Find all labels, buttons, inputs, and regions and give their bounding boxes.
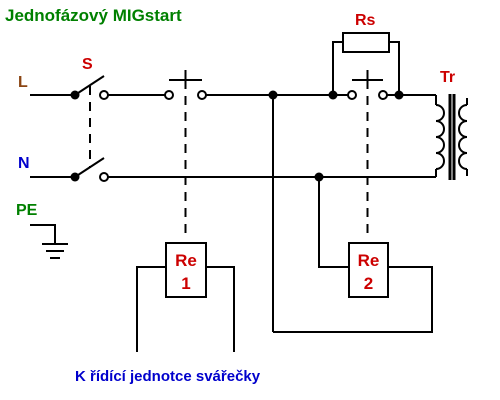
- control-leads: [136, 266, 235, 352]
- transformer: [435, 94, 468, 180]
- relay1-contact: [164, 70, 207, 240]
- neutral-terminal-label: N: [18, 155, 30, 172]
- footer-note: K řídící jednotce svářečky: [75, 368, 261, 385]
- relay2-box: Re 2: [348, 242, 389, 298]
- relay2-number: 2: [364, 274, 373, 293]
- resistor-rs: [332, 32, 400, 95]
- relay2-coil-wiring: [272, 95, 433, 333]
- diagram-title: Jednofázový MIGstart: [5, 6, 182, 25]
- earth-symbol: [30, 224, 68, 259]
- resistor-label: Rs: [355, 12, 376, 29]
- relay2-name: Re: [358, 251, 380, 270]
- relay1-box: Re 1: [165, 242, 207, 298]
- transformer-label: Tr: [440, 69, 455, 86]
- relay2-contact: [333, 70, 399, 240]
- earth-terminal-label: PE: [16, 202, 38, 219]
- line-terminal-label: L: [18, 74, 28, 91]
- relay1-name: Re: [175, 251, 197, 270]
- relay1-number: 1: [181, 274, 190, 293]
- main-switch: [70, 75, 109, 182]
- switch-label: S: [82, 56, 93, 73]
